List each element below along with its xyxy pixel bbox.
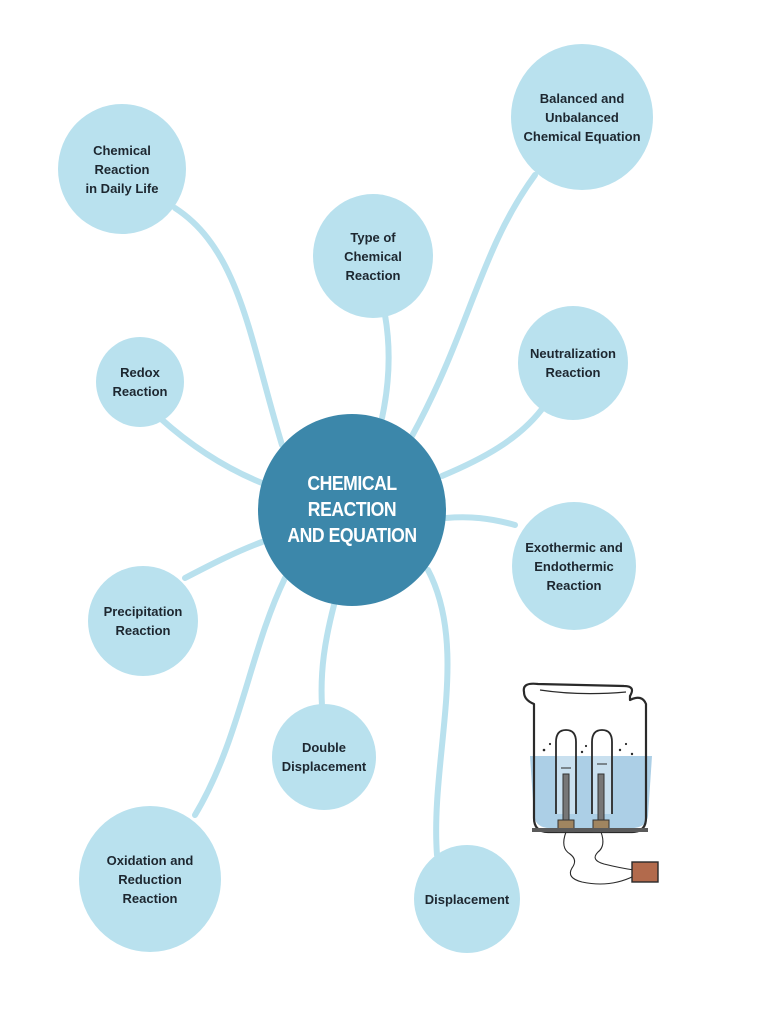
topic-label: Displacement [424,891,510,907]
topic-oxidation-reduction[interactable]: Oxidation and Reduction Reaction [79,806,221,952]
topic-label: Precipitation Reaction [103,604,183,638]
connector-types [379,312,392,421]
connector-redox [157,415,265,486]
topic-double-displacement[interactable]: Double Displacement [272,704,376,810]
topic-redox[interactable]: Redox Reaction [96,337,184,427]
topic-label: Type of Chemical Reaction [344,229,402,283]
connector-double-displacement [318,602,337,709]
topic-label: Balanced and Unbalanced Chemical Equatio… [523,90,641,144]
central-topic[interactable]: CHEMICAL REACTION AND EQUATION [258,414,446,606]
topic-neutralization[interactable]: Neutralization Reaction [518,306,628,420]
topic-precipitation[interactable]: Precipitation Reaction [88,566,198,676]
central-topic-label: CHEMICAL REACTION AND EQUATION [287,473,417,547]
topic-exo-endo[interactable]: Exothermic and Endothermic Reaction [512,502,636,630]
topic-label: Exothermic and Endothermic Reaction [525,539,623,593]
connector-displacement [425,567,451,858]
connector-precipitation [182,539,265,581]
connector-balanced [409,172,538,439]
topic-label: Chemical Reaction in Daily Life [85,142,159,196]
connector-daily-life [172,205,285,448]
topic-label: Double Displacement [281,740,367,774]
electrolysis-beaker-icon [522,682,659,885]
topic-daily-life[interactable]: Chemical Reaction in Daily Life [58,104,186,234]
topic-label: Redox Reaction [112,365,168,399]
topic-balanced[interactable]: Balanced and Unbalanced Chemical Equatio… [511,44,653,190]
connector-exo-endo [443,514,518,528]
topic-label: Neutralization Reaction [530,346,616,380]
topic-types[interactable]: Type of Chemical Reaction [313,194,433,318]
topic-displacement[interactable]: Displacement [414,845,520,953]
connector-oxidation-reduction [192,575,288,818]
connector-neutralization [439,402,548,479]
topic-label: Oxidation and Reduction Reaction [106,852,194,906]
